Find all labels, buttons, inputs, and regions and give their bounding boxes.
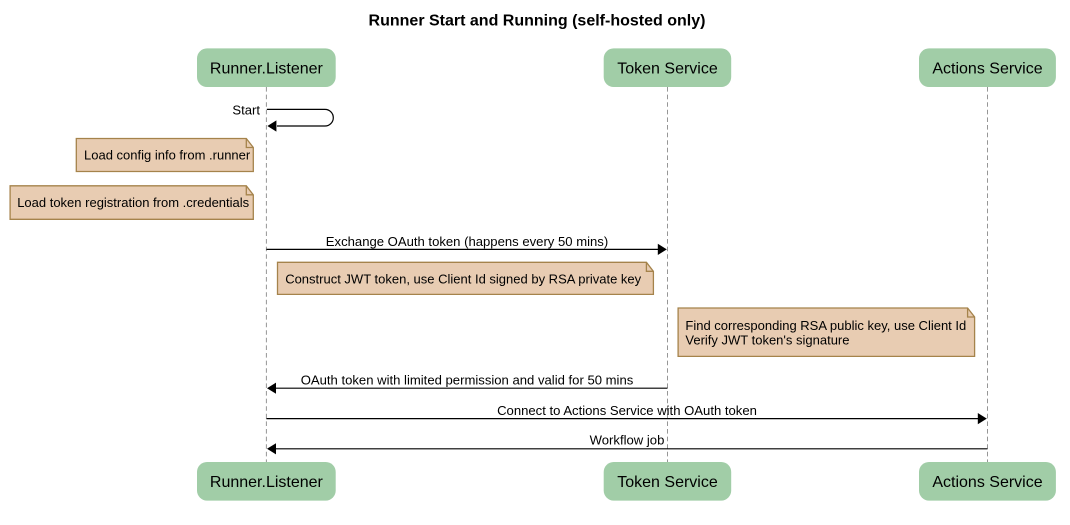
svg-text:Actions Service: Actions Service <box>932 474 1042 491</box>
svg-text:Runner Start and Running (self: Runner Start and Running (self-hosted on… <box>369 13 706 30</box>
svg-text:Find corresponding RSA public: Find corresponding RSA public key, use C… <box>685 318 966 333</box>
svg-text:Construct JWT token, use Clien: Construct JWT token, use Client Id signe… <box>285 271 641 286</box>
svg-text:Start: Start <box>232 103 260 118</box>
svg-text:Runner.Listener: Runner.Listener <box>210 474 324 491</box>
svg-text:Load token registration from .: Load token registration from .credential… <box>17 195 249 210</box>
svg-text:Workflow job: Workflow job <box>590 432 665 447</box>
svg-text:Load config info from .runner: Load config info from .runner <box>84 147 251 162</box>
svg-text:Connect to Actions Service wit: Connect to Actions Service with OAuth to… <box>497 403 757 418</box>
svg-text:Runner.Listener: Runner.Listener <box>210 61 324 78</box>
svg-text:Actions Service: Actions Service <box>932 61 1042 78</box>
svg-text:OAuth token with limited permi: OAuth token with limited permission and … <box>301 372 634 387</box>
svg-text:Verify JWT token's signature: Verify JWT token's signature <box>685 333 849 348</box>
svg-text:Token Service: Token Service <box>617 474 718 491</box>
svg-text:Exchange OAuth token (happens: Exchange OAuth token (happens every 50 m… <box>326 234 608 249</box>
svg-text:Token Service: Token Service <box>617 61 718 78</box>
